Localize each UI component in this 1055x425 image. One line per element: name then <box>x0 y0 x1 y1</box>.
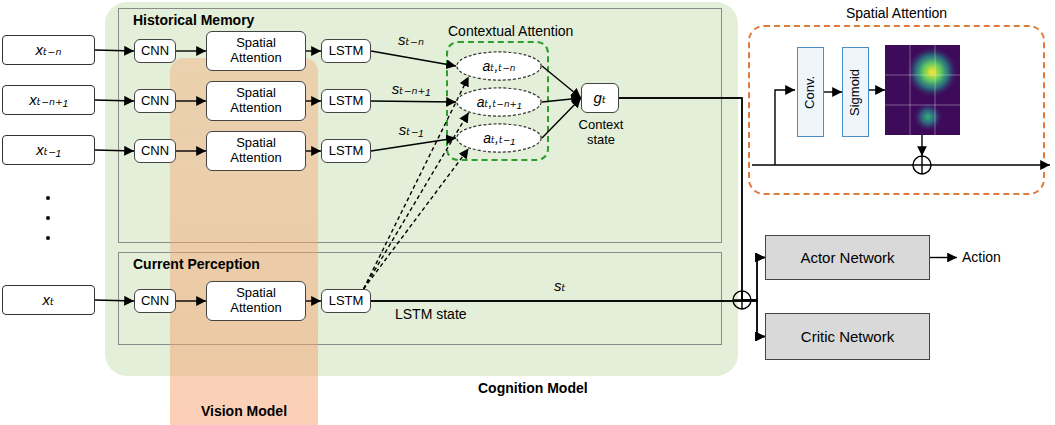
process-box: LSTM <box>321 39 371 63</box>
attention-ellipse: aₜ,ₜ₋ₙ <box>456 51 542 81</box>
process-box: LSTM <box>321 89 371 113</box>
connector <box>371 101 456 102</box>
drawing-part <box>913 102 943 132</box>
node-label: Conv. <box>803 76 818 109</box>
process-box: gₜContext state <box>581 83 619 113</box>
connector <box>95 150 134 151</box>
drawing-part <box>46 216 50 220</box>
layer-box: Sigmoid <box>842 47 869 137</box>
drawing-part <box>775 90 795 165</box>
node-caption: Context state <box>566 118 636 148</box>
connector <box>306 300 321 301</box>
node-label: aₜ,ₜ₋ₙ₊₁ <box>477 94 522 110</box>
layer-box: Conv. <box>797 47 824 137</box>
ellipse-shape <box>457 124 541 152</box>
attention-ellipse: aₜ,ₜ₋₁ <box>456 123 542 153</box>
node-label: LSTM <box>329 94 364 109</box>
node-label: Spatial Attention <box>211 286 301 316</box>
edge-label: sₜ₋ₙ <box>398 31 424 49</box>
connector <box>95 100 134 101</box>
node-label: Historical Memory <box>133 12 254 28</box>
node-label: LSTM <box>329 44 364 59</box>
drawing-part <box>913 156 931 174</box>
input-box: xₜ₋ₙ <box>2 35 95 65</box>
process-box: CNN <box>134 289 176 313</box>
process-box: LSTM <box>321 139 371 163</box>
process-box: CNN <box>134 39 176 63</box>
node-label: Sigmoid <box>848 69 863 116</box>
connector <box>95 50 134 51</box>
input-box: xₜ <box>2 285 95 315</box>
drawing-part <box>46 196 50 200</box>
node-label: Spatial Attention <box>750 5 1043 21</box>
ellipsis-dots <box>46 196 50 240</box>
node-label: CNN <box>141 294 169 309</box>
drawing-part <box>913 156 931 174</box>
node-label: Actor Network <box>800 249 894 266</box>
node-label: Contextual Attention <box>448 23 573 39</box>
attention-ellipse: aₜ,ₜ₋ₙ₊₁ <box>456 87 542 117</box>
drawing-part <box>885 45 960 135</box>
connector <box>176 300 206 301</box>
process-box: CNN <box>134 139 176 163</box>
connector <box>176 150 206 151</box>
plain-label: LSTM state <box>395 306 467 322</box>
attention-box: Spatial Attention <box>206 281 306 321</box>
drawing-part <box>46 236 50 240</box>
connector <box>306 150 321 151</box>
attention-box: Spatial Attention <box>206 31 306 71</box>
drawing-part <box>752 164 1050 165</box>
drawing-part <box>867 89 885 90</box>
node-label: gₜ <box>594 89 607 106</box>
edge-label: sₜ₋₁ <box>399 121 424 139</box>
node-label: xₜ <box>43 291 55 308</box>
connector <box>306 50 321 51</box>
node-label: CNN <box>141 144 169 159</box>
edge-label: sₜ <box>554 277 566 295</box>
connector <box>306 100 321 101</box>
node-label: Spatial Attention <box>211 86 301 116</box>
network-box: Actor Network <box>765 235 930 280</box>
ellipse-shape <box>457 52 541 80</box>
node-label: Vision Model <box>170 403 318 419</box>
node-label: aₜ,ₜ₋₁ <box>483 130 515 146</box>
node-label: CNN <box>141 44 169 59</box>
node-label: xₜ₋ₙ₊₁ <box>29 91 67 108</box>
node-label: Spatial Attention <box>211 136 301 166</box>
connector <box>95 300 134 301</box>
action-arrow <box>930 257 957 258</box>
ellipse-shape <box>457 88 541 116</box>
node-label: Spatial Attention <box>211 36 301 66</box>
node-label: xₜ₋₁ <box>36 141 61 158</box>
process-box: LSTM <box>321 289 371 313</box>
attention-box: Spatial Attention <box>206 131 306 171</box>
node-label: Current Perception <box>133 256 260 272</box>
node-label: LSTM <box>329 144 364 159</box>
drawing-part <box>885 45 960 135</box>
node-label: CNN <box>141 94 169 109</box>
drawing-part <box>906 46 958 98</box>
connector <box>176 100 206 101</box>
connector <box>824 91 842 92</box>
attention-box: Spatial Attention <box>206 81 306 121</box>
attention-heatmap <box>885 45 960 135</box>
node-label: aₜ,ₜ₋ₙ <box>483 58 516 74</box>
network-box: Critic Network <box>765 313 930 360</box>
node-label: LSTM <box>329 294 364 309</box>
input-box: xₜ₋ₙ₊₁ <box>2 85 95 115</box>
node-label: Cognition Model <box>478 380 588 396</box>
connector <box>176 50 206 51</box>
process-box: CNN <box>134 89 176 113</box>
node-label: xₜ₋ₙ <box>36 41 62 58</box>
drawing-part <box>921 135 922 156</box>
edge-label: sₜ₋ₙ₊₁ <box>392 80 430 98</box>
plain-label: Action <box>962 249 1001 265</box>
input-box: xₜ₋₁ <box>2 135 95 165</box>
node-label: Critic Network <box>801 328 894 345</box>
attention-group: Contextual Attentionaₜ,ₜ₋ₙaₜ,ₜ₋ₙ₊₁aₜ,ₜ₋₁ <box>446 41 549 161</box>
